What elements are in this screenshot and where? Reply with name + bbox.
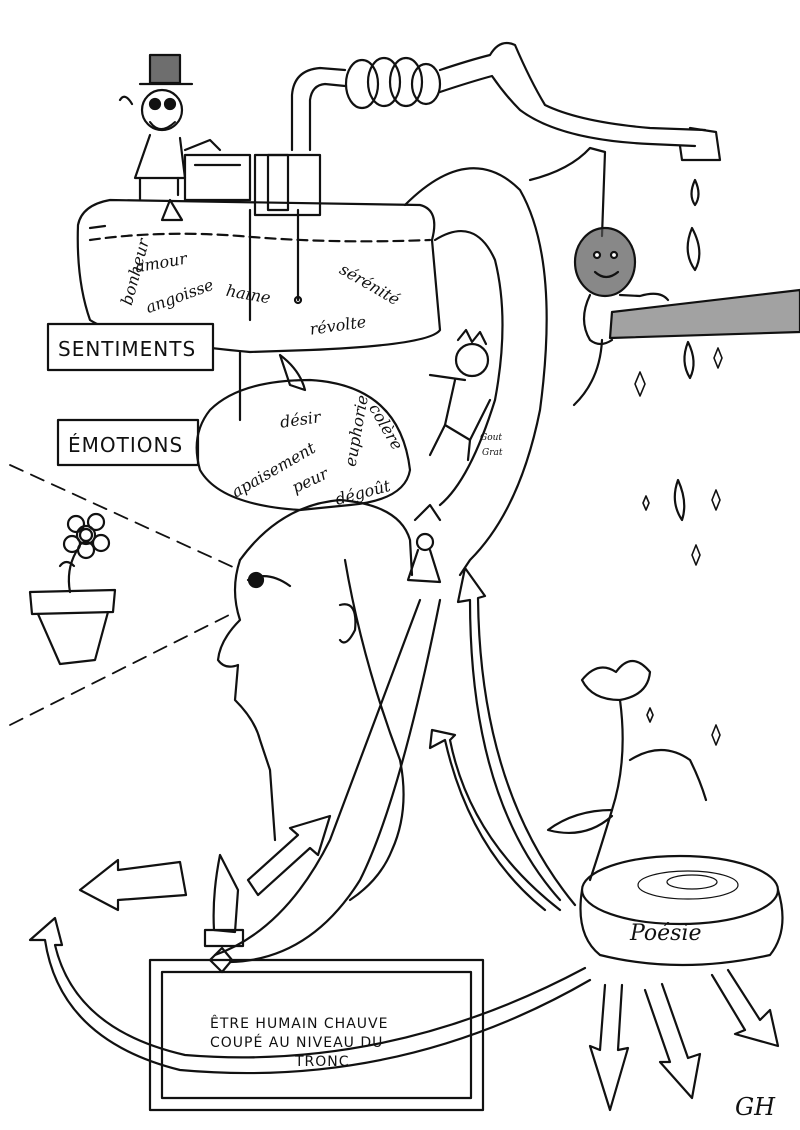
- tank-machine: [183, 153, 322, 322]
- feeling-word-5: sérénité: [336, 260, 403, 310]
- poetry-to-face-arrow: [428, 728, 562, 912]
- faucet-pipe: [290, 41, 722, 162]
- sparkles: [634, 347, 723, 746]
- sign-sentiments-board: [46, 322, 215, 372]
- lotus-flower: [546, 659, 708, 882]
- water-drops: [673, 178, 701, 522]
- crowned-flute-creature: [428, 328, 492, 462]
- quill-knife: [203, 853, 245, 974]
- artist-signature: GH: [735, 1093, 776, 1121]
- emotion-word-3: colère: [365, 400, 407, 453]
- emotion-word-5: peur: [289, 463, 332, 497]
- feelings-tube: [403, 167, 548, 577]
- body-flow-lines: [213, 598, 442, 964]
- caption-frame: [148, 958, 485, 1112]
- mesh-net: [608, 288, 800, 340]
- hanging-creature: [406, 503, 442, 584]
- signpost: [46, 322, 242, 467]
- vision-lines: [9, 464, 236, 726]
- caption-line-1: ÊTRE HUMAIN CHAUVE: [210, 1014, 388, 1032]
- bald-human-head: [216, 498, 414, 902]
- poetry-stump: [579, 854, 784, 967]
- emotion-word-1: désir: [279, 407, 323, 432]
- pipe-coils: [344, 56, 442, 110]
- sweeping-left-arrow: [28, 916, 592, 1075]
- water-level-line: [88, 232, 432, 243]
- poetry-to-brain-arrow: [456, 566, 577, 907]
- poetry-down-arrows: [588, 968, 780, 1112]
- poesie-label: Poésie: [629, 921, 702, 946]
- outward-arrows: [78, 814, 332, 912]
- sign-emotions-label: ÉMOTIONS: [68, 433, 183, 457]
- flower-pot: [28, 512, 117, 666]
- feeling-word-3: angoisse: [143, 275, 216, 317]
- music-note-character: [528, 146, 670, 407]
- caption-line-3: TRONC: [294, 1054, 350, 1070]
- faucet-spout: [678, 126, 722, 162]
- top-hat-operator: [118, 53, 222, 222]
- gout-label-2: Grat: [482, 448, 503, 458]
- emotion-word-2: euphorie: [341, 394, 372, 468]
- sign-emotions-board: [56, 418, 200, 467]
- feeling-word-6: révolte: [308, 312, 367, 339]
- sign-sentiments-label: SENTIMENTS: [58, 337, 196, 361]
- feeling-word-4: haine: [225, 281, 272, 307]
- gout-label-1: Gout: [480, 433, 502, 443]
- caption-line-2: COUPÉ AU NIVEAU DU: [210, 1034, 383, 1051]
- emotions-bubble: [195, 353, 412, 512]
- feelings-tank: [76, 198, 442, 354]
